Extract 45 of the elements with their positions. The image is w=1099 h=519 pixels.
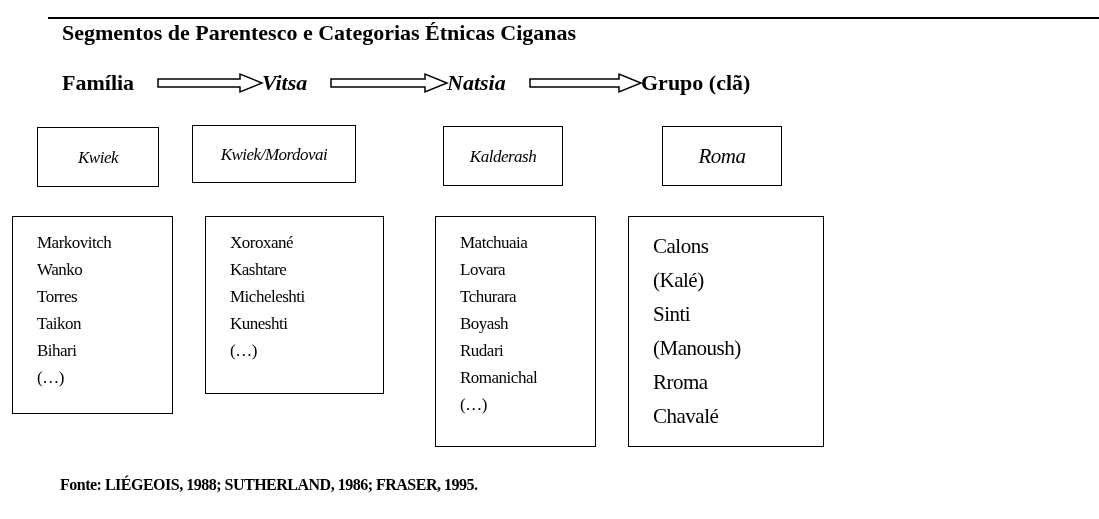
list-item: Xoroxané xyxy=(230,232,294,254)
list-item: Calons xyxy=(653,233,709,260)
list-box xyxy=(205,216,384,394)
list-item: Tchurara xyxy=(460,286,517,308)
list-item: Bihari xyxy=(37,340,77,362)
list-item: Wanko xyxy=(37,259,83,281)
hollow-arrow xyxy=(330,72,449,94)
list-item: Lovara xyxy=(460,259,506,281)
category-term: Vitsa xyxy=(262,70,308,96)
list-item: (Kalé) xyxy=(653,267,704,294)
list-box xyxy=(628,216,824,447)
box-label: Roma xyxy=(698,143,746,170)
box-label: Kwiek xyxy=(78,146,118,169)
list-item: Rudari xyxy=(460,340,504,362)
box-label: Kalderash xyxy=(469,145,537,168)
list-item: Torres xyxy=(37,286,78,308)
list-item: Markovitch xyxy=(37,232,112,254)
list-item: Sinti xyxy=(653,301,691,328)
list-box xyxy=(435,216,596,447)
list-item: Matchuaia xyxy=(460,232,528,254)
list-item: Kashtare xyxy=(230,259,287,281)
diagram-title: Segmentos de Parentesco e Categorias Étnicas Ciganas xyxy=(62,20,577,46)
hollow-arrow xyxy=(529,72,643,94)
category-box xyxy=(37,127,159,187)
category-box xyxy=(192,125,356,183)
list-item: Micheleshti xyxy=(230,286,305,308)
list-item: Taikon xyxy=(37,313,81,335)
box-label: Kwiek/Mordovai xyxy=(220,143,328,166)
list-item: (…) xyxy=(230,340,257,362)
list-item: Boyash xyxy=(460,313,508,335)
list-item: (Manoush) xyxy=(653,335,741,362)
list-item: Kuneshti xyxy=(230,313,288,335)
list-item: (…) xyxy=(37,367,64,389)
list-item: Rroma xyxy=(653,369,708,396)
source-note: Fonte: LIÉGEOIS, 1988; SUTHERLAND, 1986; FRASER, 1995. xyxy=(60,476,478,494)
category-term: Natsia xyxy=(447,70,506,96)
list-item: (…) xyxy=(460,394,487,416)
category-term: Grupo (clã) xyxy=(641,70,751,96)
category-term: Família xyxy=(62,70,135,96)
hollow-arrow xyxy=(157,72,264,94)
category-box xyxy=(662,126,782,186)
list-item: Romanichal xyxy=(460,367,538,389)
list-item: Chavalé xyxy=(653,403,719,430)
list-box xyxy=(12,216,173,414)
category-box xyxy=(443,126,563,186)
